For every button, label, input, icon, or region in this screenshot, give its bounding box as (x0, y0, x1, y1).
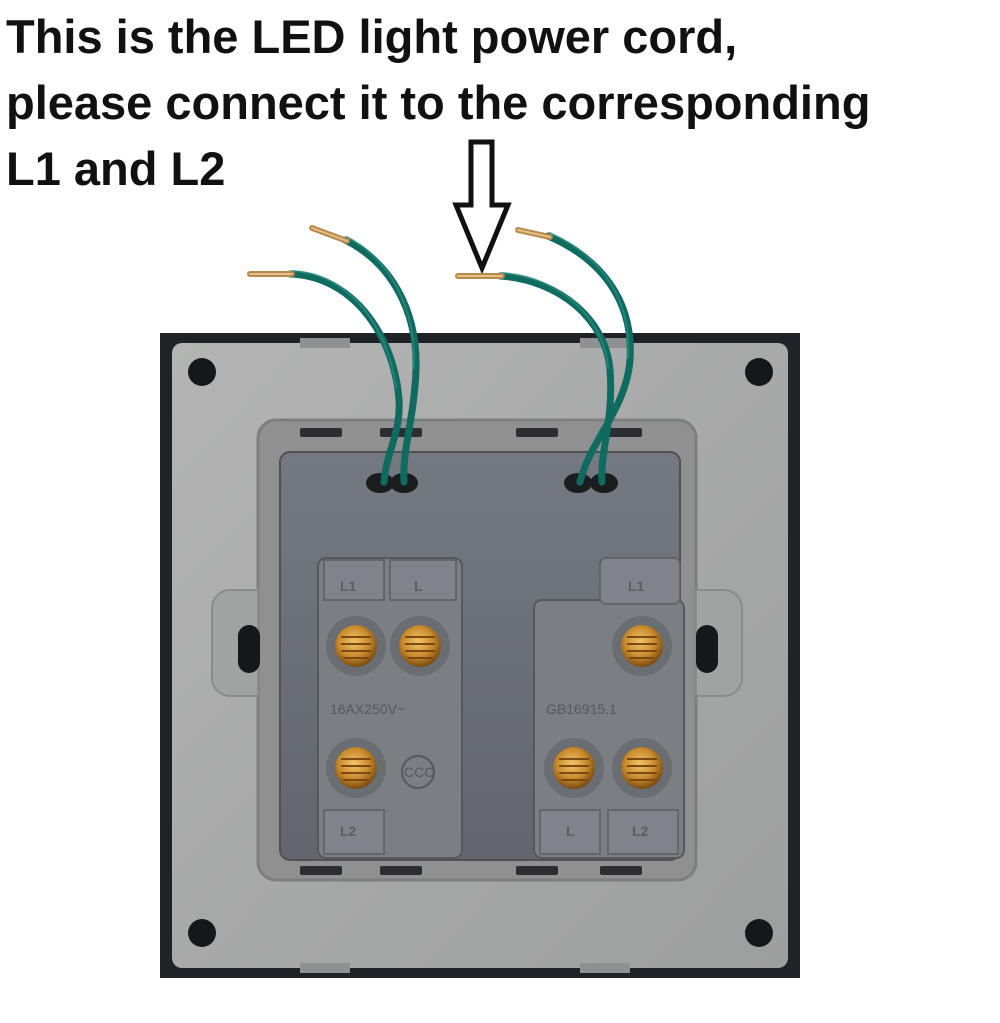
right-label-l: L (566, 823, 575, 839)
terminal-screws (326, 616, 672, 798)
screw-icon (612, 738, 672, 798)
ccc-mark-icon (401, 755, 435, 789)
right-label-l1: L1 (628, 578, 645, 594)
wire-left-inner (341, 236, 420, 486)
screw-icon (326, 616, 386, 676)
left-label-l2: L2 (340, 823, 357, 839)
screw-icon (544, 738, 604, 798)
mount-hole-icon (188, 358, 216, 386)
standard-text: GB16915.1 (546, 701, 617, 717)
mount-hole-icon (745, 919, 773, 947)
caption-line-2: please connect it to the corresponding (6, 76, 871, 129)
right-terminal-block: L1 L L2 GB16915.1 (533, 557, 685, 859)
side-slot-icon (238, 625, 260, 673)
screw-icon (390, 616, 450, 676)
left-label-l: L (414, 578, 423, 594)
instruction-caption: This is the LED light power cord, please… (6, 4, 996, 202)
down-arrow-icon (452, 139, 512, 275)
side-slot-icon (696, 625, 718, 673)
mount-hole-icon (745, 358, 773, 386)
mount-hole-icon (188, 919, 216, 947)
left-terminal-block: L1 L L2 16AX250V~ CCC (317, 557, 463, 859)
screw-icon (612, 616, 672, 676)
copper-wire-ends (247, 225, 553, 279)
led-power-wires (286, 232, 634, 486)
right-label-l2: L2 (632, 823, 649, 839)
rating-text: 16AX250V~ (330, 701, 405, 717)
wire-left-outer (286, 270, 403, 486)
left-label-l1: L1 (340, 578, 357, 594)
screw-icon (326, 738, 386, 798)
caption-line-3: L1 and L2 (6, 142, 226, 195)
caption-line-1: This is the LED light power cord, (6, 10, 738, 63)
wire-right-inner (496, 272, 615, 486)
ccc-mark-text: CCC (404, 764, 434, 780)
wire-right-outer (544, 232, 634, 486)
